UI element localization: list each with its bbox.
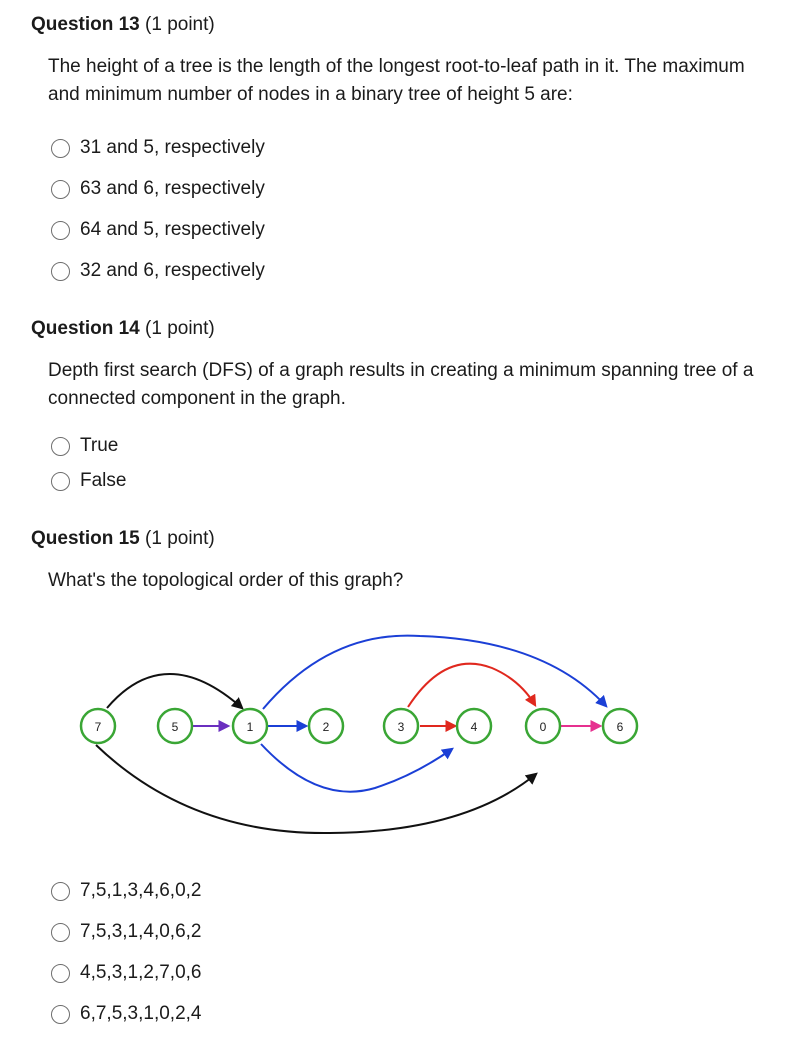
edge-1-4: [260, 743, 454, 793]
q13-option-1[interactable]: 31 and 5, respectively: [51, 135, 265, 161]
edge-7-1: [106, 673, 244, 710]
edge-3-0: [407, 662, 537, 708]
graph-node-6: 6: [601, 707, 639, 745]
graph-node-0: 0: [524, 707, 562, 745]
question-points: (1 point): [145, 14, 215, 35]
graph-node-5: 5: [156, 707, 194, 745]
option-label: True: [80, 435, 119, 456]
q15-option-2[interactable]: 7,5,3,1,4,0,6,2: [51, 919, 202, 945]
option-label: 6,7,5,3,1,0,2,4: [80, 1003, 202, 1024]
q13-option-3[interactable]: 64 and 5, respectively: [51, 217, 265, 243]
radio-button[interactable]: [51, 922, 70, 942]
graph-node-2: 2: [307, 707, 345, 745]
q13-option-2[interactable]: 63 and 6, respectively: [51, 176, 265, 202]
graph-node-4: 4: [455, 707, 493, 745]
radio-button[interactable]: [51, 220, 70, 240]
radio-button[interactable]: [51, 881, 70, 901]
question-number: Question 13: [31, 14, 140, 35]
option-label: 7,5,3,1,4,0,6,2: [80, 921, 202, 942]
option-label: 4,5,3,1,2,7,0,6: [80, 962, 202, 983]
q15-option-1[interactable]: 7,5,1,3,4,6,0,2: [51, 878, 202, 904]
dag-graph-figure: 7 5 1 2 3 4 0 6: [79, 634, 639, 835]
q15-option-4[interactable]: 6,7,5,3,1,0,2,4: [51, 1001, 202, 1027]
radio-button[interactable]: [51, 138, 70, 158]
q14-option-true[interactable]: True: [51, 433, 118, 459]
radio-button[interactable]: [51, 1004, 70, 1024]
question-15-title: Question 15 (1 point): [31, 528, 215, 550]
radio-button[interactable]: [51, 471, 70, 491]
node-label: 0: [540, 720, 547, 734]
question-points: (1 point): [145, 528, 215, 549]
question-13-prompt: The height of a tree is the length of th…: [48, 56, 745, 105]
node-label: 3: [398, 720, 405, 734]
graph-node-1: 1: [231, 707, 269, 745]
node-label: 1: [247, 720, 254, 734]
radio-button[interactable]: [51, 261, 70, 281]
option-label: 31 and 5, respectively: [80, 137, 265, 158]
radio-button[interactable]: [51, 963, 70, 983]
node-label: 7: [95, 720, 102, 734]
option-label: 64 and 5, respectively: [80, 219, 265, 240]
question-number: Question 14: [31, 318, 140, 339]
graph-node-3: 3: [382, 707, 420, 745]
graph-node-7: 7: [79, 707, 117, 745]
question-number: Question 15: [31, 528, 140, 549]
edge-7-0: [95, 744, 538, 835]
node-label: 6: [617, 720, 624, 734]
edge-1-6: [262, 634, 608, 710]
radio-button[interactable]: [51, 436, 70, 456]
node-label: 4: [471, 720, 478, 734]
question-points: (1 point): [145, 318, 215, 339]
question-14-prompt: Depth first search (DFS) of a graph resu…: [48, 360, 754, 409]
question-14-title: Question 14 (1 point): [31, 318, 215, 340]
q14-option-false[interactable]: False: [51, 468, 126, 494]
option-label: 7,5,1,3,4,6,0,2: [80, 880, 202, 901]
question-15-prompt: What's the topological order of this gra…: [48, 570, 404, 591]
q13-option-4[interactable]: 32 and 6, respectively: [51, 258, 265, 284]
option-label: 63 and 6, respectively: [80, 178, 265, 199]
node-label: 2: [323, 720, 330, 734]
radio-button[interactable]: [51, 179, 70, 199]
option-label: False: [80, 470, 127, 491]
q15-option-3[interactable]: 4,5,3,1,2,7,0,6: [51, 960, 202, 986]
node-label: 5: [172, 720, 179, 734]
question-13-title: Question 13 (1 point): [31, 14, 215, 36]
option-label: 32 and 6, respectively: [80, 260, 265, 281]
